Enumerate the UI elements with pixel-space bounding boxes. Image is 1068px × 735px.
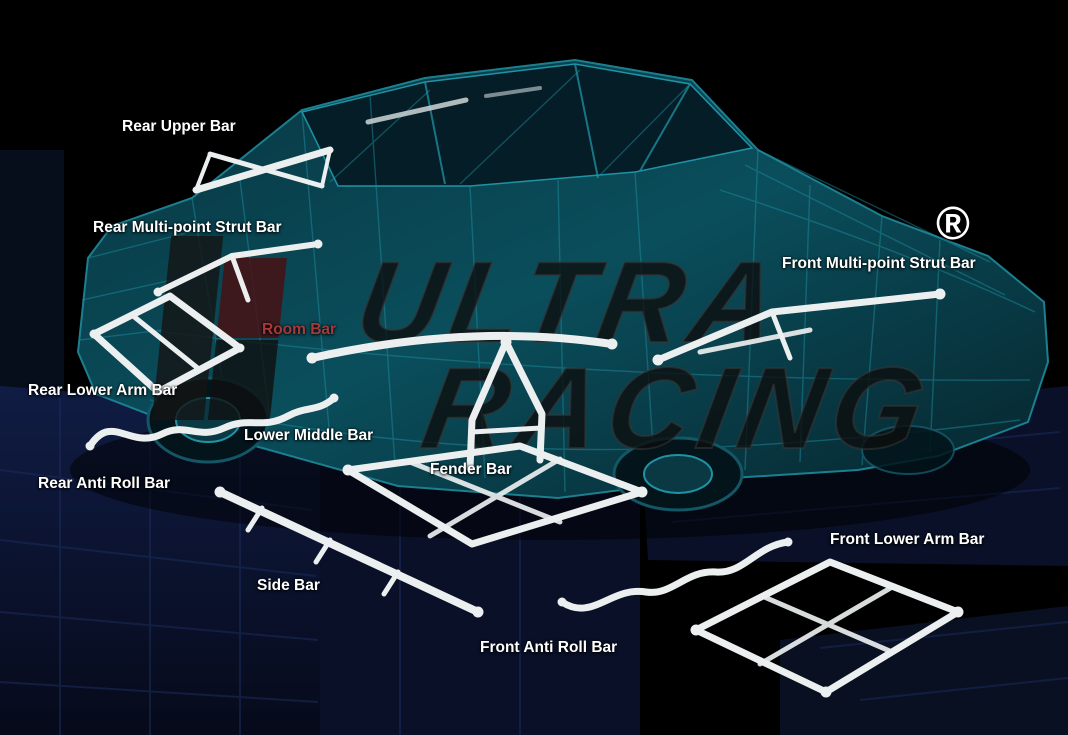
rear-anti-roll-bar-graphic bbox=[85, 393, 339, 451]
front-multi-point-strut-bar-graphic bbox=[652, 288, 946, 366]
label-rear-upper-bar: Rear Upper Bar bbox=[122, 118, 236, 135]
label-front-anti-roll-bar: Front Anti Roll Bar bbox=[480, 639, 618, 656]
car-body-shell bbox=[76, 58, 1050, 512]
label-lower-middle-bar: Lower Middle Bar bbox=[244, 427, 374, 444]
registered-trademark-icon: ® bbox=[936, 197, 970, 249]
label-rear-anti-roll-bar: Rear Anti Roll Bar bbox=[38, 475, 171, 492]
rear-upper-bar-graphic bbox=[192, 146, 334, 194]
front-lower-arm-bar-graphic bbox=[690, 558, 964, 698]
label-rear-multi-point-strut-bar: Rear Multi-point Strut Bar bbox=[93, 219, 282, 236]
label-room-bar: Room Bar bbox=[262, 321, 337, 338]
front-anti-roll-bar-graphic bbox=[557, 537, 793, 612]
label-side-bar: Side Bar bbox=[257, 577, 320, 594]
bars-layer bbox=[85, 146, 964, 698]
rear-lower-arm-bar-graphic bbox=[89, 292, 245, 396]
ur-logo-watermark bbox=[151, 236, 287, 420]
label-front-lower-arm-bar: Front Lower Arm Bar bbox=[830, 531, 985, 548]
label-fender-bar: Fender Bar bbox=[430, 461, 512, 478]
label-rear-lower-arm-bar: Rear Lower Arm Bar bbox=[28, 382, 178, 399]
side-bar-graphic bbox=[214, 486, 484, 618]
lower-middle-bar-graphic bbox=[342, 442, 648, 548]
rear-multi-point-strut-bar-graphic bbox=[153, 239, 323, 303]
fender-bar-graphic bbox=[466, 336, 546, 472]
label-front-multi-point-strut-bar: Front Multi-point Strut Bar bbox=[782, 255, 976, 272]
roof-highlight bbox=[365, 97, 469, 125]
room-bar-graphic bbox=[306, 331, 618, 364]
